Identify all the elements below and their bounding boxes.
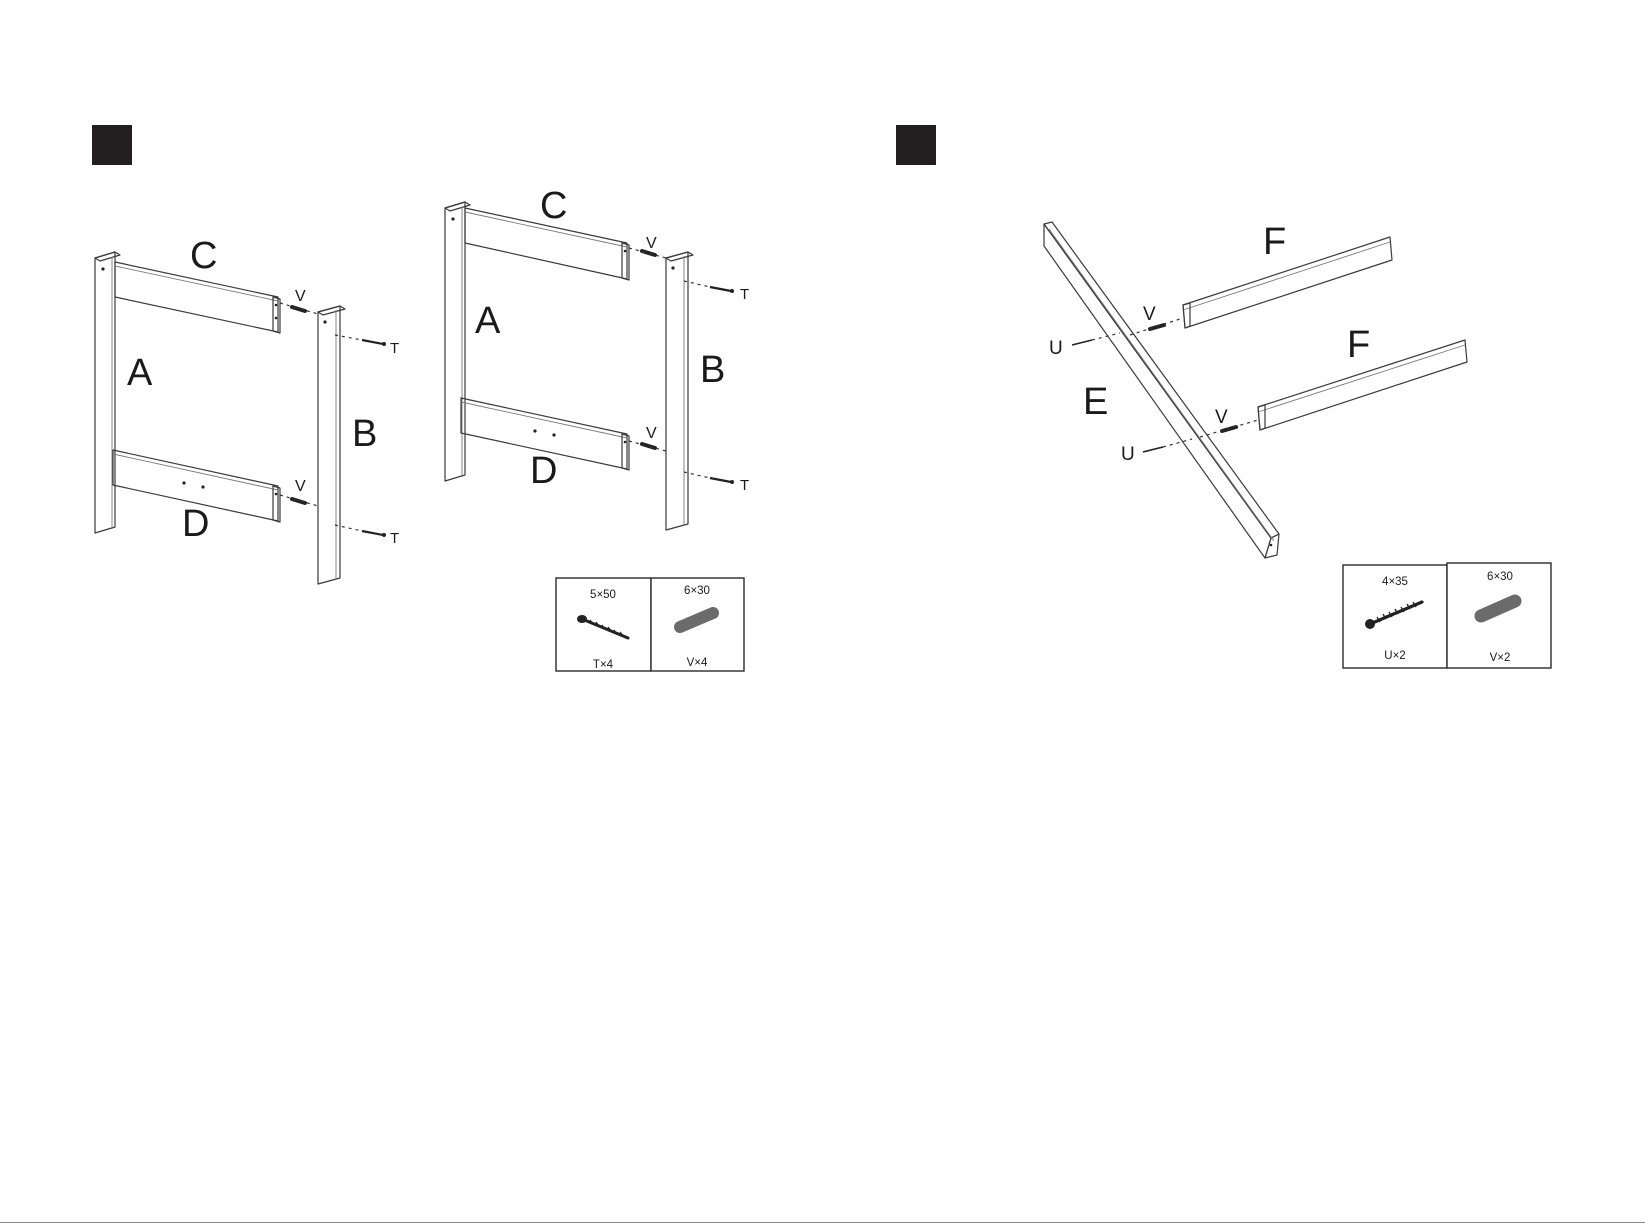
label-v1: V bbox=[295, 288, 306, 305]
label-t1: T bbox=[390, 340, 399, 357]
label-c2: C bbox=[540, 185, 567, 227]
rail-f-upper bbox=[1183, 237, 1392, 328]
step1-hardware-box: 5×50 T×4 6×30 V×4 bbox=[556, 578, 744, 671]
dowel-v2 bbox=[280, 495, 318, 506]
label-e: E bbox=[1083, 381, 1108, 423]
page-bottom-rule bbox=[0, 1222, 1645, 1223]
label-t4: T bbox=[740, 477, 749, 494]
screw-t4 bbox=[684, 472, 734, 484]
label-d1: D bbox=[182, 503, 209, 545]
dowel-v6 bbox=[1200, 420, 1258, 437]
step2-diagram: F F E U U V V bbox=[1044, 221, 1467, 558]
step1-assembled-frame: C A B D V V T T bbox=[445, 185, 749, 530]
step2-dowel-size: 6×30 bbox=[1487, 571, 1513, 583]
label-v5: V bbox=[1143, 304, 1156, 325]
label-a1: A bbox=[127, 352, 153, 394]
label-u2: U bbox=[1121, 444, 1135, 465]
label-b2: B bbox=[700, 349, 725, 391]
dowel-v4 bbox=[629, 441, 666, 451]
dowel-v5 bbox=[1130, 318, 1183, 335]
label-v4: V bbox=[646, 425, 657, 442]
post-b-assembled bbox=[666, 252, 693, 530]
step2-dowel-qty: V×2 bbox=[1490, 652, 1511, 664]
label-t3: T bbox=[740, 286, 749, 303]
step1-screw-size: 5×50 bbox=[590, 589, 616, 601]
label-d2: D bbox=[530, 450, 557, 492]
step2-hardware-box: 4×35 U×2 6×30 V×2 bbox=[1343, 563, 1551, 668]
label-a2: A bbox=[475, 300, 501, 342]
post-a-exploded bbox=[95, 252, 120, 533]
post-b-exploded bbox=[318, 306, 345, 584]
step2-screw-qty: U×2 bbox=[1384, 650, 1405, 662]
screw-t3 bbox=[684, 281, 734, 293]
board-e bbox=[1044, 222, 1279, 558]
label-b1: B bbox=[352, 413, 377, 455]
step1-exploded-frame: C A B D V V T T bbox=[95, 235, 399, 584]
label-f2: F bbox=[1347, 324, 1370, 366]
label-v3: V bbox=[646, 235, 657, 252]
screw-t2 bbox=[335, 525, 386, 537]
step2-screw-size: 4×35 bbox=[1382, 576, 1408, 588]
label-t2: T bbox=[390, 530, 399, 547]
step1-dowel-qty: V×4 bbox=[687, 657, 708, 669]
label-v2: V bbox=[295, 478, 306, 495]
label-u1: U bbox=[1049, 338, 1063, 359]
step1-screw-qty: T×4 bbox=[593, 659, 614, 671]
label-v6: V bbox=[1215, 407, 1228, 428]
screw-t1 bbox=[335, 335, 386, 346]
step1-dowel-size: 6×30 bbox=[684, 585, 710, 597]
label-c1: C bbox=[190, 235, 217, 277]
label-f1: F bbox=[1263, 221, 1286, 263]
